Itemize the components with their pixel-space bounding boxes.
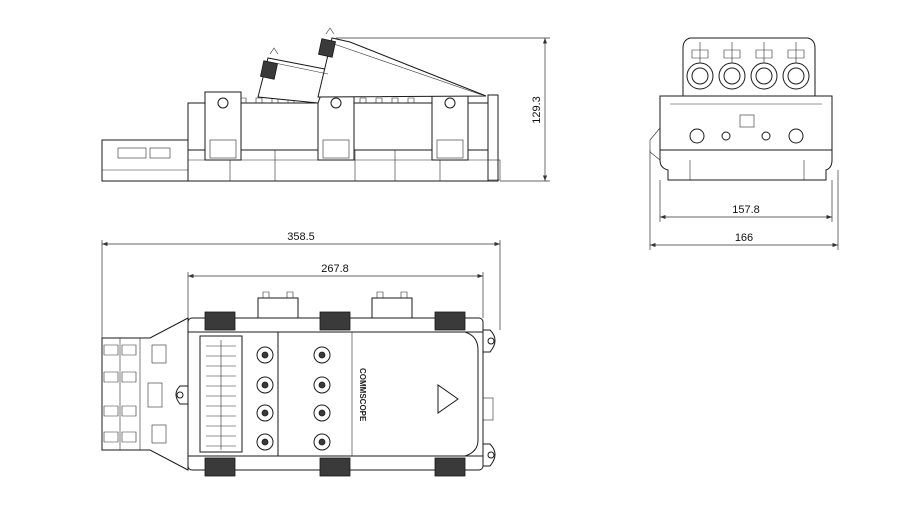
angled-cable-ports — [257, 27, 487, 104]
cable-glands-right — [313, 346, 331, 451]
clamp-middle — [317, 91, 355, 161]
clamp-right — [431, 91, 469, 161]
side-view — [101, 27, 501, 182]
length-body-label: 267.8 — [321, 263, 349, 275]
width-dimensions: 157.8 166 — [649, 150, 839, 250]
length-dimensions: 358.5 267.8 — [101, 231, 501, 338]
direction-arrow-icon — [437, 384, 459, 414]
height-dimension: 129.3 — [336, 37, 550, 182]
length-overall-label: 358.5 — [287, 231, 315, 243]
width-outer-label: 166 — [735, 232, 753, 244]
clamp-left — [204, 91, 242, 161]
cable-glands-left — [256, 346, 274, 451]
plan-view: COMMSCOPE — [101, 291, 496, 477]
end-view — [649, 37, 833, 181]
height-label: 129.3 — [531, 96, 543, 124]
brand-label: COMMSCOPE — [358, 368, 367, 422]
cable-gland-row — [686, 42, 810, 90]
width-inner-label: 157.8 — [732, 204, 760, 216]
